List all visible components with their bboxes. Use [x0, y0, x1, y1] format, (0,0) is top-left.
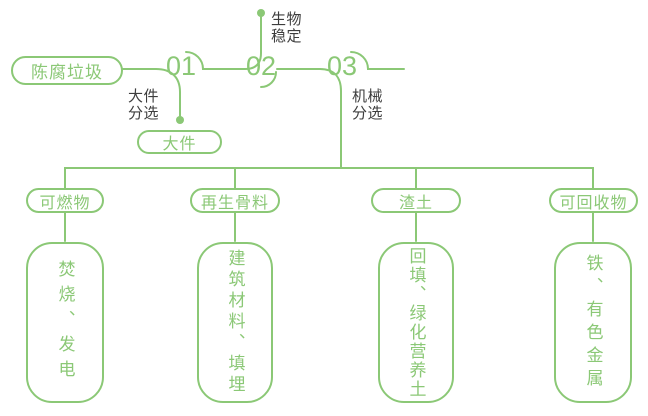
result-text: 焚烧、发电	[55, 260, 75, 385]
step-02-stem	[244, 16, 262, 70]
result-text: 建筑材料、填埋	[225, 249, 245, 396]
bulky-item-label: 大件	[162, 136, 197, 153]
source-node-label: 陈腐垃圾	[31, 63, 103, 82]
result-node-incineration: 焚烧、发电	[26, 242, 104, 403]
category-node-recyclables: 可回收物	[549, 188, 638, 213]
flow-line-source-to-01	[122, 68, 181, 117]
branch-line	[64, 167, 594, 189]
step-01-label: 大件 分选	[128, 88, 160, 122]
step-number-01: 01	[165, 51, 197, 81]
step-03-label: 机械 分选	[352, 88, 384, 122]
step-number-02: 02	[245, 51, 277, 81]
bulky-item-node: 大件	[137, 130, 222, 154]
step-02-label: 生物 稳定	[271, 11, 303, 45]
step-01-arc	[185, 51, 246, 70]
category-label: 可燃物	[39, 194, 91, 212]
category-node-slag-soil: 渣土	[371, 188, 461, 213]
category-node-combustibles: 可燃物	[26, 188, 104, 213]
step-02-dot	[257, 9, 265, 17]
category-node-recycled-aggregate: 再生骨料	[190, 188, 280, 213]
category-label: 渣土	[398, 194, 433, 212]
source-node: 陈腐垃圾	[11, 56, 123, 85]
category-label: 再生骨料	[200, 194, 269, 212]
result-node-metals: 铁、有色金属	[554, 242, 632, 403]
bulky-item-dot	[176, 116, 184, 124]
step-02-comma-arc	[260, 71, 277, 88]
flow-line-02-to-03	[276, 68, 342, 169]
result-node-building-materials: 建筑材料、填埋	[197, 242, 273, 403]
step-03-arc	[350, 51, 405, 70]
step-number-03: 03	[326, 51, 358, 81]
category-label: 可回收物	[559, 194, 628, 212]
result-text: 铁、有色金属	[583, 253, 603, 392]
result-node-backfill: 回填、绿化营养土	[378, 242, 454, 403]
category-to-result-connectors	[64, 212, 594, 242]
result-text: 回填、绿化营养土	[406, 246, 426, 399]
